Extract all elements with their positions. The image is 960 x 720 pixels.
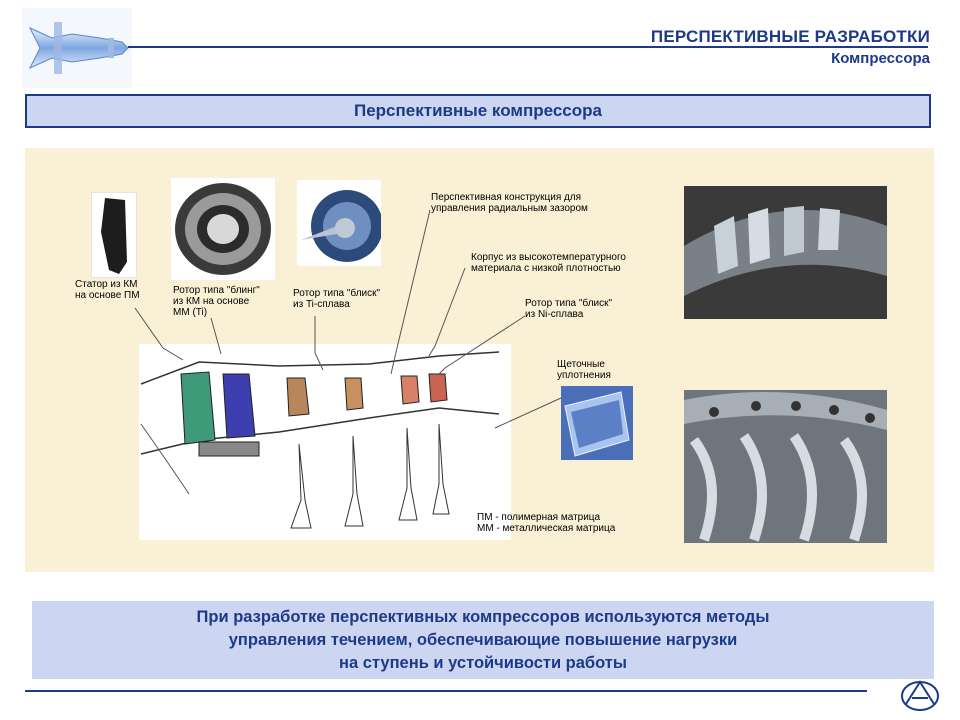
label-rotor-bling: Ротор типа "блинг" из КМ на основе ММ (T… [173, 285, 260, 318]
brush-seal-photo [561, 386, 633, 460]
label-stator: Статор из КМ на основе ПМ [75, 279, 140, 301]
label-rotor-blisk-ni: Ротор типа "блиск" из Ni-сплава [525, 298, 613, 320]
compressor-blades-photo [684, 186, 887, 319]
section-title: Перспективные компрессора [25, 94, 931, 128]
stator-vanes-photo [684, 390, 887, 543]
label-casing: Корпус из высокотемпературного материала… [471, 252, 626, 274]
page-subtitle: Компрессора [831, 50, 930, 67]
label-radial-gap: Перспективная конструкция для управления… [431, 192, 588, 214]
summary-line: управления течением, обеспечивающие повы… [228, 631, 738, 649]
blisk-rotor-photo [297, 180, 381, 266]
summary-box: При разработке перспективных компрессоро… [32, 601, 934, 679]
header-rule [128, 46, 928, 48]
footer-rule [25, 690, 867, 692]
summary-line: на ступень и устойчивости работы [339, 654, 627, 672]
page-title: ПЕРСПЕКТИВНЫЕ РАЗРАБОТКИ [650, 27, 930, 46]
summary-line: При разработке перспективных компрессоро… [196, 608, 770, 626]
label-rotor-blisk-ti: Ротор типа "блиск" из Ti-сплава [293, 288, 381, 310]
legend: ПМ - полимерная матрица ММ - металлическ… [477, 512, 616, 534]
leader-lines [134, 209, 562, 429]
stator-photo [91, 192, 137, 278]
organization-logo-icon [901, 680, 939, 711]
bling-rotor-photo [171, 178, 275, 280]
content-panel: Статор из КМ на основе ПМ Ротор типа "бл… [25, 148, 934, 572]
compressor-cross-section-drawing [139, 344, 511, 540]
engine-logo-icon [22, 8, 132, 88]
label-brush-seals: Щеточные уплотнения [557, 359, 611, 381]
